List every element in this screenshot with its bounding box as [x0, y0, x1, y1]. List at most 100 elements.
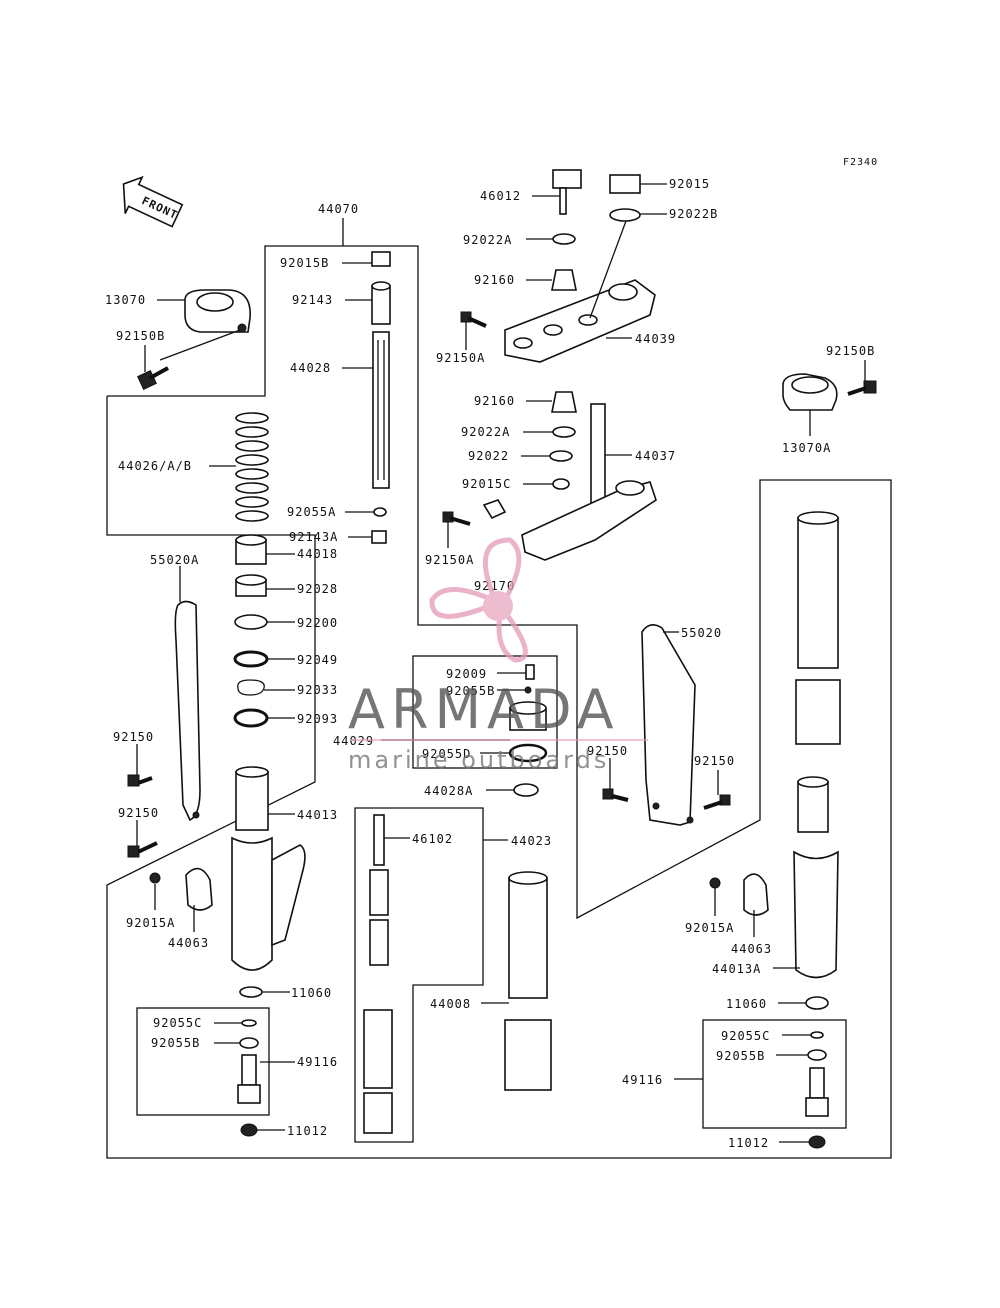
- main-assembly-outline: [106, 245, 892, 1159]
- label-13070a: 13070A: [782, 441, 831, 455]
- nut-11012-right: [808, 1135, 826, 1149]
- nut-92143a: [371, 530, 387, 544]
- label-92015a-right: 92015A: [685, 921, 734, 935]
- label-92170: 92170: [474, 579, 515, 593]
- spring-44026: [235, 412, 269, 522]
- label-92150b-right: 92150B: [826, 344, 875, 358]
- label-92022b: 92022B: [669, 207, 718, 221]
- label-92049: 92049: [297, 653, 338, 667]
- front-arrow-icon: FRONT: [122, 175, 184, 228]
- valve-box: [412, 655, 558, 769]
- washer-44028a: [513, 783, 539, 797]
- label-49116-left: 49116: [297, 1055, 338, 1069]
- label-92015a-left: 92015A: [126, 916, 175, 930]
- seal-92049: [233, 650, 269, 668]
- rod-44028: [372, 331, 390, 489]
- label-44023: 44023: [511, 834, 552, 848]
- label-92015c: 92015C: [462, 477, 511, 491]
- clamp-44063-right: [743, 873, 769, 916]
- label-92150-d: 92150: [694, 754, 735, 768]
- label-46012: 46012: [480, 189, 521, 203]
- nut-11012-left: [240, 1123, 258, 1137]
- label-44039: 44039: [635, 332, 676, 346]
- bolt-92150a-top: [460, 311, 487, 328]
- group-outlines: [106, 245, 892, 1159]
- bush-92160-mid: [551, 391, 577, 413]
- label-92028: 92028: [297, 582, 338, 596]
- valve-44029: [509, 701, 547, 731]
- label-92150a-mid: 92150A: [425, 553, 474, 567]
- rod-46102: [363, 814, 393, 1134]
- bolt-92150a-mid: [442, 511, 471, 526]
- label-55020: 55020: [681, 626, 722, 640]
- nut-92015: [609, 174, 641, 194]
- label-92200: 92200: [297, 616, 338, 630]
- label-92022: 92022: [468, 449, 509, 463]
- cap-92015b: [371, 251, 391, 267]
- washer-92022: [549, 450, 573, 462]
- figure-code: F2340: [843, 157, 878, 168]
- clamp-13070a: [782, 373, 838, 411]
- label-92143: 92143: [292, 293, 333, 307]
- clip-92033: [237, 679, 265, 696]
- fork-tube-44013a: [793, 776, 839, 979]
- oring-92055b-left: [239, 1037, 259, 1049]
- label-11060-right: 11060: [726, 997, 767, 1011]
- label-92055d: 92055D: [422, 747, 471, 761]
- washer-11060-left: [239, 986, 263, 998]
- label-44037: 44037: [635, 449, 676, 463]
- label-55020a: 55020A: [150, 553, 199, 567]
- leader-lines: [136, 183, 866, 1143]
- washer-92022a-mid: [552, 426, 576, 438]
- fork-tube-upper-right: [795, 511, 841, 745]
- upper-triple-clamp-44039: [504, 279, 656, 363]
- bracket-46012: [552, 169, 582, 215]
- clip-92170: [482, 499, 507, 520]
- label-92009: 92009: [446, 667, 487, 681]
- oring-92055a: [373, 507, 387, 517]
- nut-92015a-left: [149, 872, 161, 884]
- nut-92015c: [552, 478, 570, 490]
- label-44028a: 44028A: [424, 784, 473, 798]
- label-92055b-right: 92055B: [716, 1049, 765, 1063]
- label-92150a-top: 92150A: [436, 351, 485, 365]
- part-labels: 44070 92015B 92143 44028 13070 92150B 44…: [105, 177, 875, 1150]
- bolt-92150-d: [703, 794, 731, 810]
- fork-tube-44013: [231, 766, 306, 971]
- watermark-subtitle: marine outboards: [348, 746, 609, 774]
- label-44008: 44008: [430, 997, 471, 1011]
- label-11012-right: 11012: [728, 1136, 769, 1150]
- clamp-13070: [184, 289, 251, 333]
- label-11060-left: 11060: [291, 986, 332, 1000]
- label-92150b-left: 92150B: [116, 329, 165, 343]
- label-92160-mid: 92160: [474, 394, 515, 408]
- right-drain-box: [702, 1019, 847, 1129]
- nut-92143: [371, 281, 391, 325]
- washer-11060-right: [805, 996, 829, 1010]
- outer-tube-44008: [504, 871, 552, 1091]
- label-92022a-top: 92022A: [463, 233, 512, 247]
- seal-92200: [234, 614, 268, 630]
- label-92150-b: 92150: [118, 806, 159, 820]
- label-92055a: 92055A: [287, 505, 336, 519]
- bush-92160-top: [551, 269, 577, 291]
- label-44029: 44029: [333, 734, 374, 748]
- propeller-logo-icon: [429, 537, 528, 663]
- seal-92093: [233, 708, 269, 728]
- label-92150-a: 92150: [113, 730, 154, 744]
- bolt-92150-a: [127, 774, 153, 787]
- fork-guard-55020a: [174, 600, 201, 822]
- watermark-title: ARMADA: [348, 678, 620, 741]
- label-46102: 46102: [412, 832, 453, 846]
- clamp-44063-left: [185, 867, 213, 911]
- bushing-44018: [235, 534, 267, 565]
- label-92055c-left: 92055C: [153, 1016, 202, 1030]
- bolt-92150b-left: [137, 366, 169, 390]
- cartridge-box: [354, 807, 484, 1143]
- label-92093: 92093: [297, 712, 338, 726]
- label-92015b: 92015B: [280, 256, 329, 270]
- label-92033: 92033: [297, 683, 338, 697]
- label-49116-right: 49116: [622, 1073, 663, 1087]
- valve-49116-left: [237, 1054, 261, 1104]
